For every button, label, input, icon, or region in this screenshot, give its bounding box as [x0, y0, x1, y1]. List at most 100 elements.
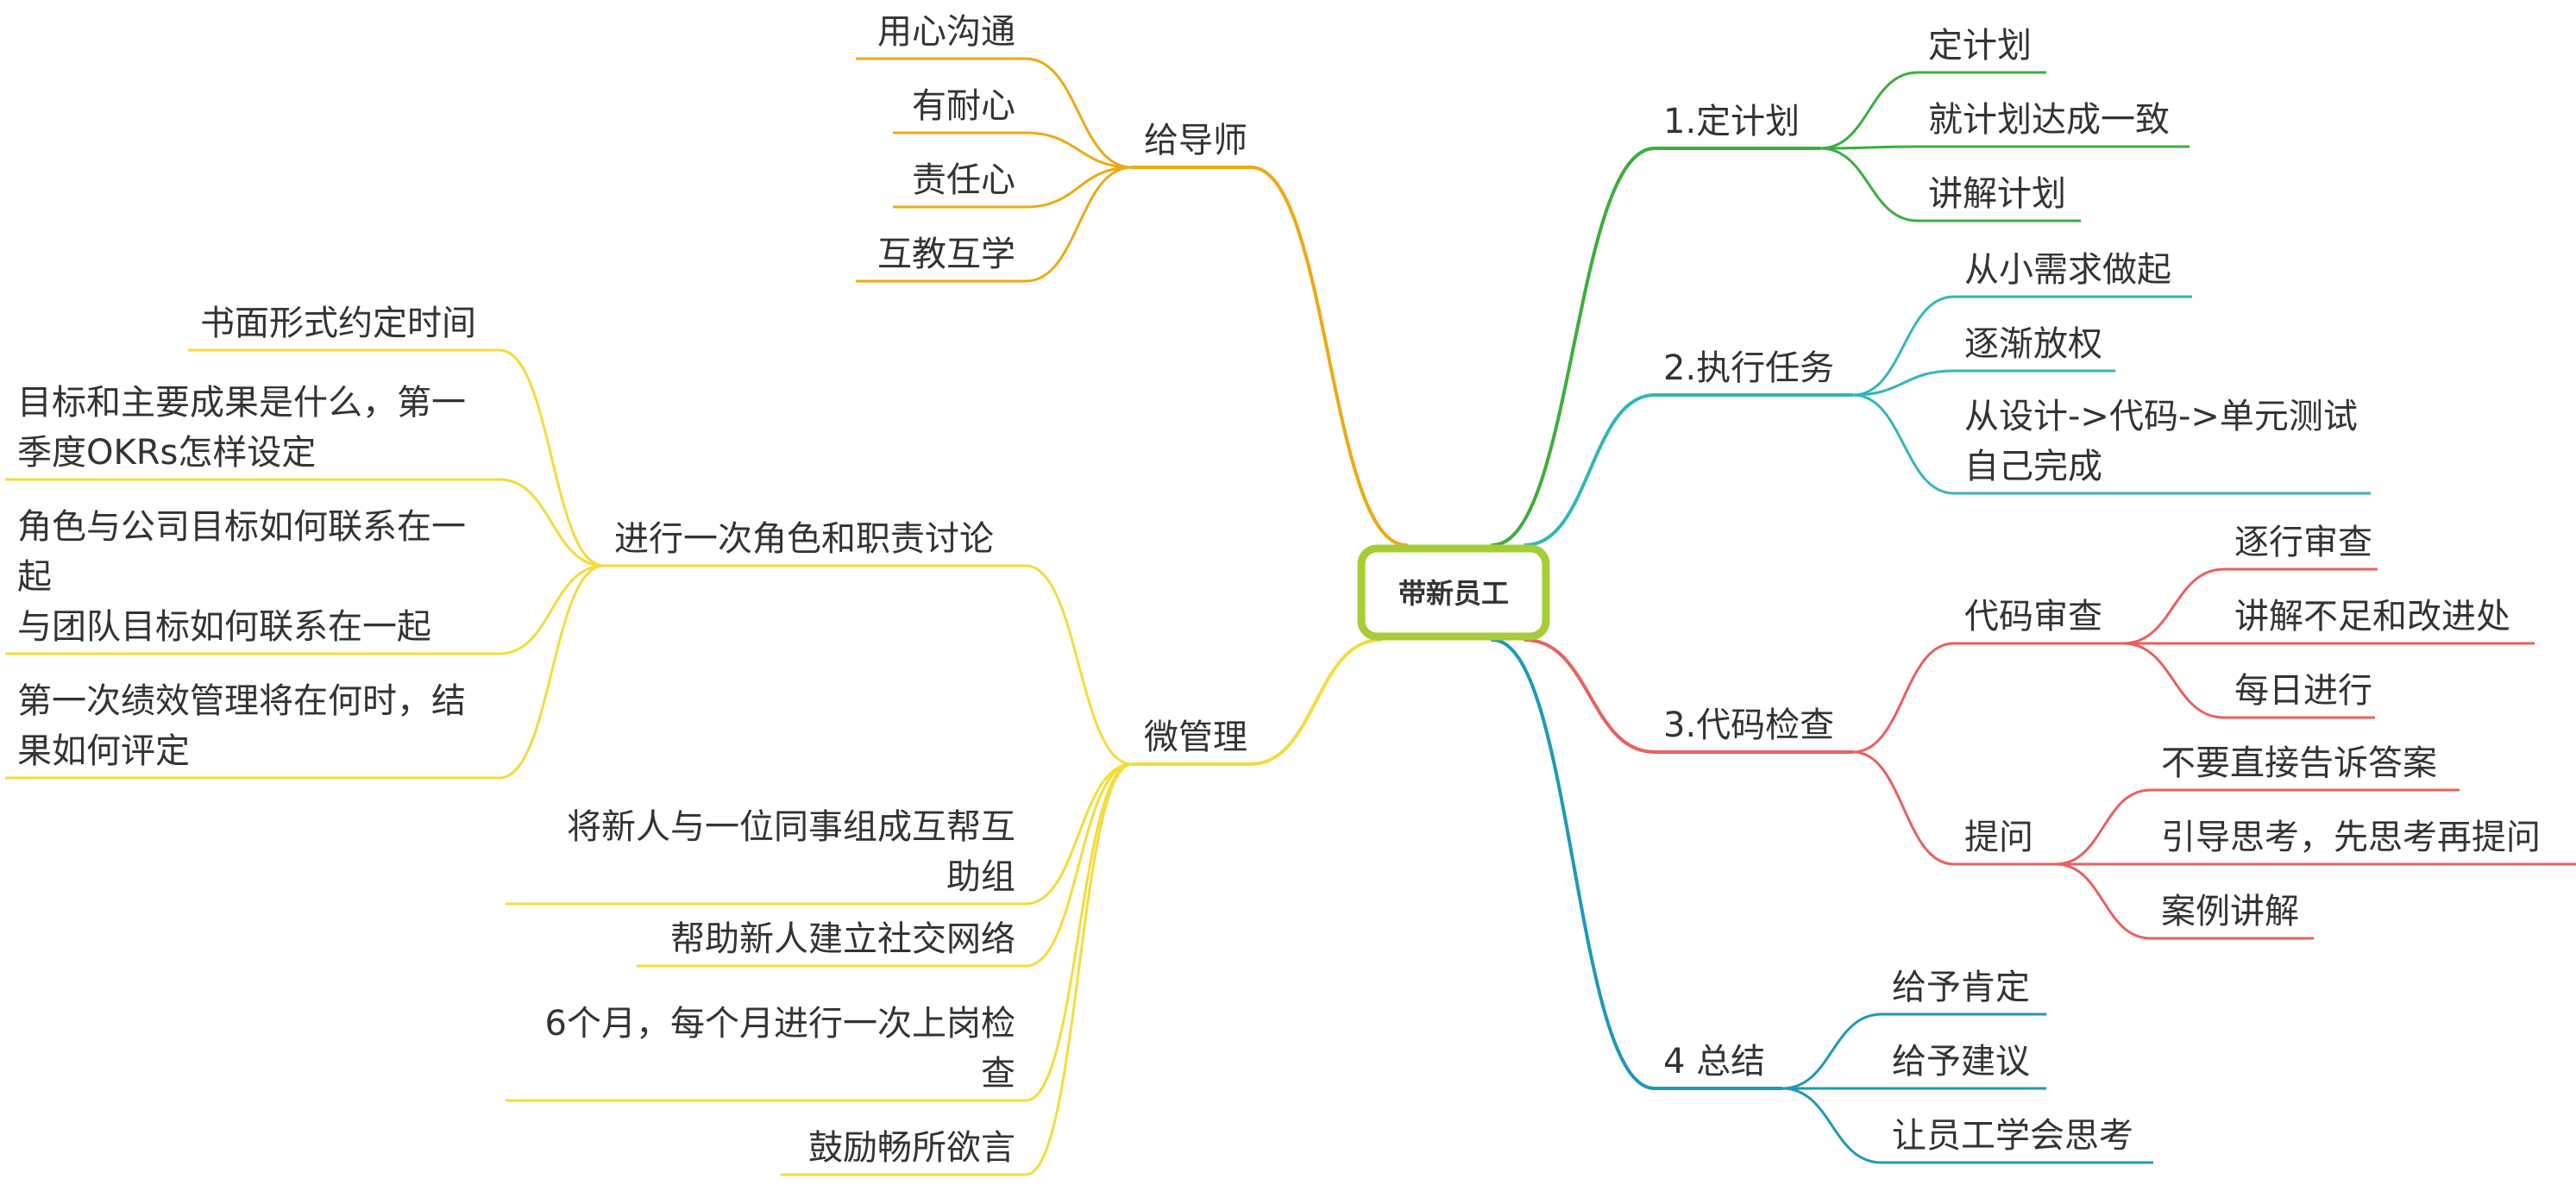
branch-b2[interactable]: 2.执行任务 — [1663, 348, 1834, 388]
branch-b6[interactable]: 微管理 — [1144, 718, 1247, 757]
node-text-line: 查 — [981, 1054, 1015, 1094]
edge-b1 — [1491, 147, 1656, 547]
node-text-line: 给予肯定 — [1892, 968, 2030, 1007]
branch-label: 1.定计划 — [1663, 102, 1800, 141]
edge-b2-child-2 — [1851, 393, 1956, 495]
node-text-line: 季度OKRs怎样设定 — [17, 433, 316, 473]
edge-leaf — [498, 564, 606, 780]
node-text-line: 目标和主要成果是什么，第一 — [17, 383, 466, 423]
edge-b6-child-0 — [1024, 564, 1134, 766]
leaf-node[interactable]: 用心沟通 — [877, 12, 1015, 52]
subbranch[interactable]: 代码审查 — [1964, 597, 2102, 636]
edge-b4-child-2 — [1781, 1087, 1883, 1164]
leaf-node[interactable]: 鼓励畅所欲言 — [808, 1128, 1015, 1168]
leaf-node[interactable]: 案例讲解 — [2161, 892, 2299, 931]
edge-leaf — [498, 564, 606, 655]
leaf-node[interactable]: 引导思考，先思考再提问 — [2161, 818, 2541, 857]
node-text-line: 第一次绩效管理将在何时，结 — [17, 681, 466, 721]
subbranch-label: 进行一次角色和职责讨论 — [614, 519, 994, 559]
node-text-line: 互教互学 — [877, 235, 1015, 274]
edge-b6 — [1249, 638, 1382, 766]
leaf-node[interactable]: 书面形式约定时间 — [200, 304, 476, 343]
root-node[interactable]: 带新员工 — [1357, 544, 1550, 641]
subbranch[interactable]: 进行一次角色和职责讨论 — [614, 519, 994, 559]
node-text-line: 从小需求做起 — [1964, 250, 2171, 290]
node-text-line: 用心沟通 — [877, 12, 1015, 52]
leaf-node[interactable]: 讲解不足和改进处 — [2234, 597, 2510, 636]
edge-leaf — [498, 348, 606, 567]
edge-b4 — [1491, 638, 1656, 1090]
leaf-node[interactable]: 就计划达成一致 — [1928, 100, 2170, 140]
node-text-line: 逐行审查 — [2234, 523, 2372, 562]
node-text-line: 不要直接告诉答案 — [2161, 743, 2437, 783]
subbranch[interactable]: 提问 — [1964, 818, 2033, 857]
node-text-line: 定计划 — [1928, 26, 2032, 66]
leaf-node[interactable]: 互教互学 — [877, 235, 1015, 274]
edge-b1-child-2 — [1819, 147, 1919, 223]
edge-b4-child-0 — [1781, 1013, 1883, 1090]
leaf-node[interactable]: 逐渐放权 — [1964, 324, 2102, 364]
leaf-node[interactable]: 定计划 — [1928, 26, 2032, 66]
leaf-node[interactable]: 不要直接告诉答案 — [2161, 743, 2437, 783]
node-text-line: 起 — [17, 557, 52, 597]
branch-b5[interactable]: 给导师 — [1144, 121, 1247, 160]
node-text-line: 果如何评定 — [17, 731, 190, 771]
node-text-line: 将新人与一位同事组成互帮互 — [567, 807, 1015, 847]
node-text-line: 引导思考，先思考再提问 — [2161, 818, 2541, 857]
node-text-line: 鼓励畅所欲言 — [808, 1128, 1015, 1168]
node-text-line: 讲解计划 — [1928, 174, 2066, 214]
leaf-node[interactable]: 逐行审查 — [2234, 523, 2372, 562]
branch-b4[interactable]: 4 总结 — [1663, 1042, 1765, 1082]
node-text-line: 每日进行 — [2234, 671, 2372, 711]
leaf-node[interactable]: 责任心 — [912, 160, 1015, 200]
edge-b1-child-0 — [1819, 71, 1919, 150]
connector-layer — [5, 57, 2576, 1176]
leaf-node[interactable]: 从小需求做起 — [1964, 250, 2171, 290]
node-text-line: 助组 — [946, 857, 1015, 897]
subbranch-label: 提问 — [1964, 818, 2033, 857]
node-text-line: 讲解不足和改进处 — [2234, 597, 2510, 636]
edge-b6-child-3 — [1024, 762, 1134, 1102]
edge-leaf — [2054, 862, 2152, 940]
node-text-line: 逐渐放权 — [1964, 324, 2102, 364]
node-text-line: 让员工学会思考 — [1892, 1116, 2133, 1156]
edge-b5-child-2 — [1024, 166, 1134, 209]
branch-label: 微管理 — [1144, 718, 1247, 757]
leaf-node[interactable]: 帮助新人建立社交网络 — [670, 919, 1015, 959]
branch-b3[interactable]: 3.代码检查 — [1663, 705, 1834, 745]
leaf-node[interactable]: 讲解计划 — [1928, 174, 2066, 214]
edge-b3-child-1 — [1851, 750, 1956, 866]
edge-leaf — [2054, 788, 2152, 866]
subbranch-label: 代码审查 — [1964, 597, 2102, 636]
leaf-node[interactable]: 让员工学会思考 — [1892, 1116, 2133, 1156]
edge-b2-child-1 — [1851, 369, 1956, 397]
edge-b1-child-1 — [1819, 145, 1919, 150]
leaf-node[interactable]: 有耐心 — [912, 86, 1015, 126]
branch-label: 给导师 — [1144, 121, 1247, 160]
edge-b5 — [1249, 166, 1408, 547]
branch-label: 4 总结 — [1663, 1042, 1765, 1082]
leaf-node[interactable]: 给予建议 — [1892, 1042, 2030, 1082]
branch-b1[interactable]: 1.定计划 — [1663, 102, 1800, 141]
edge-b5-child-3 — [1024, 166, 1134, 283]
leaf-node[interactable]: 每日进行 — [2234, 671, 2372, 711]
edge-leaf — [2121, 642, 2226, 719]
edge-b3 — [1524, 638, 1656, 754]
node-text-line: 责任心 — [912, 160, 1015, 200]
node-text-line: 与团队目标如何联系在一起 — [17, 607, 431, 647]
edge-b2 — [1524, 393, 1656, 547]
branch-label: 2.执行任务 — [1663, 348, 1834, 388]
leaf-node[interactable]: 给予肯定 — [1892, 968, 2030, 1007]
node-text-line: 角色与公司目标如何联系在一 — [17, 507, 466, 547]
branch-label: 3.代码检查 — [1663, 705, 1834, 745]
node-text-line: 6个月，每个月进行一次上岗检 — [545, 1004, 1015, 1044]
node-text-line: 书面形式约定时间 — [200, 304, 476, 343]
node-text-line: 案例讲解 — [2161, 892, 2299, 931]
